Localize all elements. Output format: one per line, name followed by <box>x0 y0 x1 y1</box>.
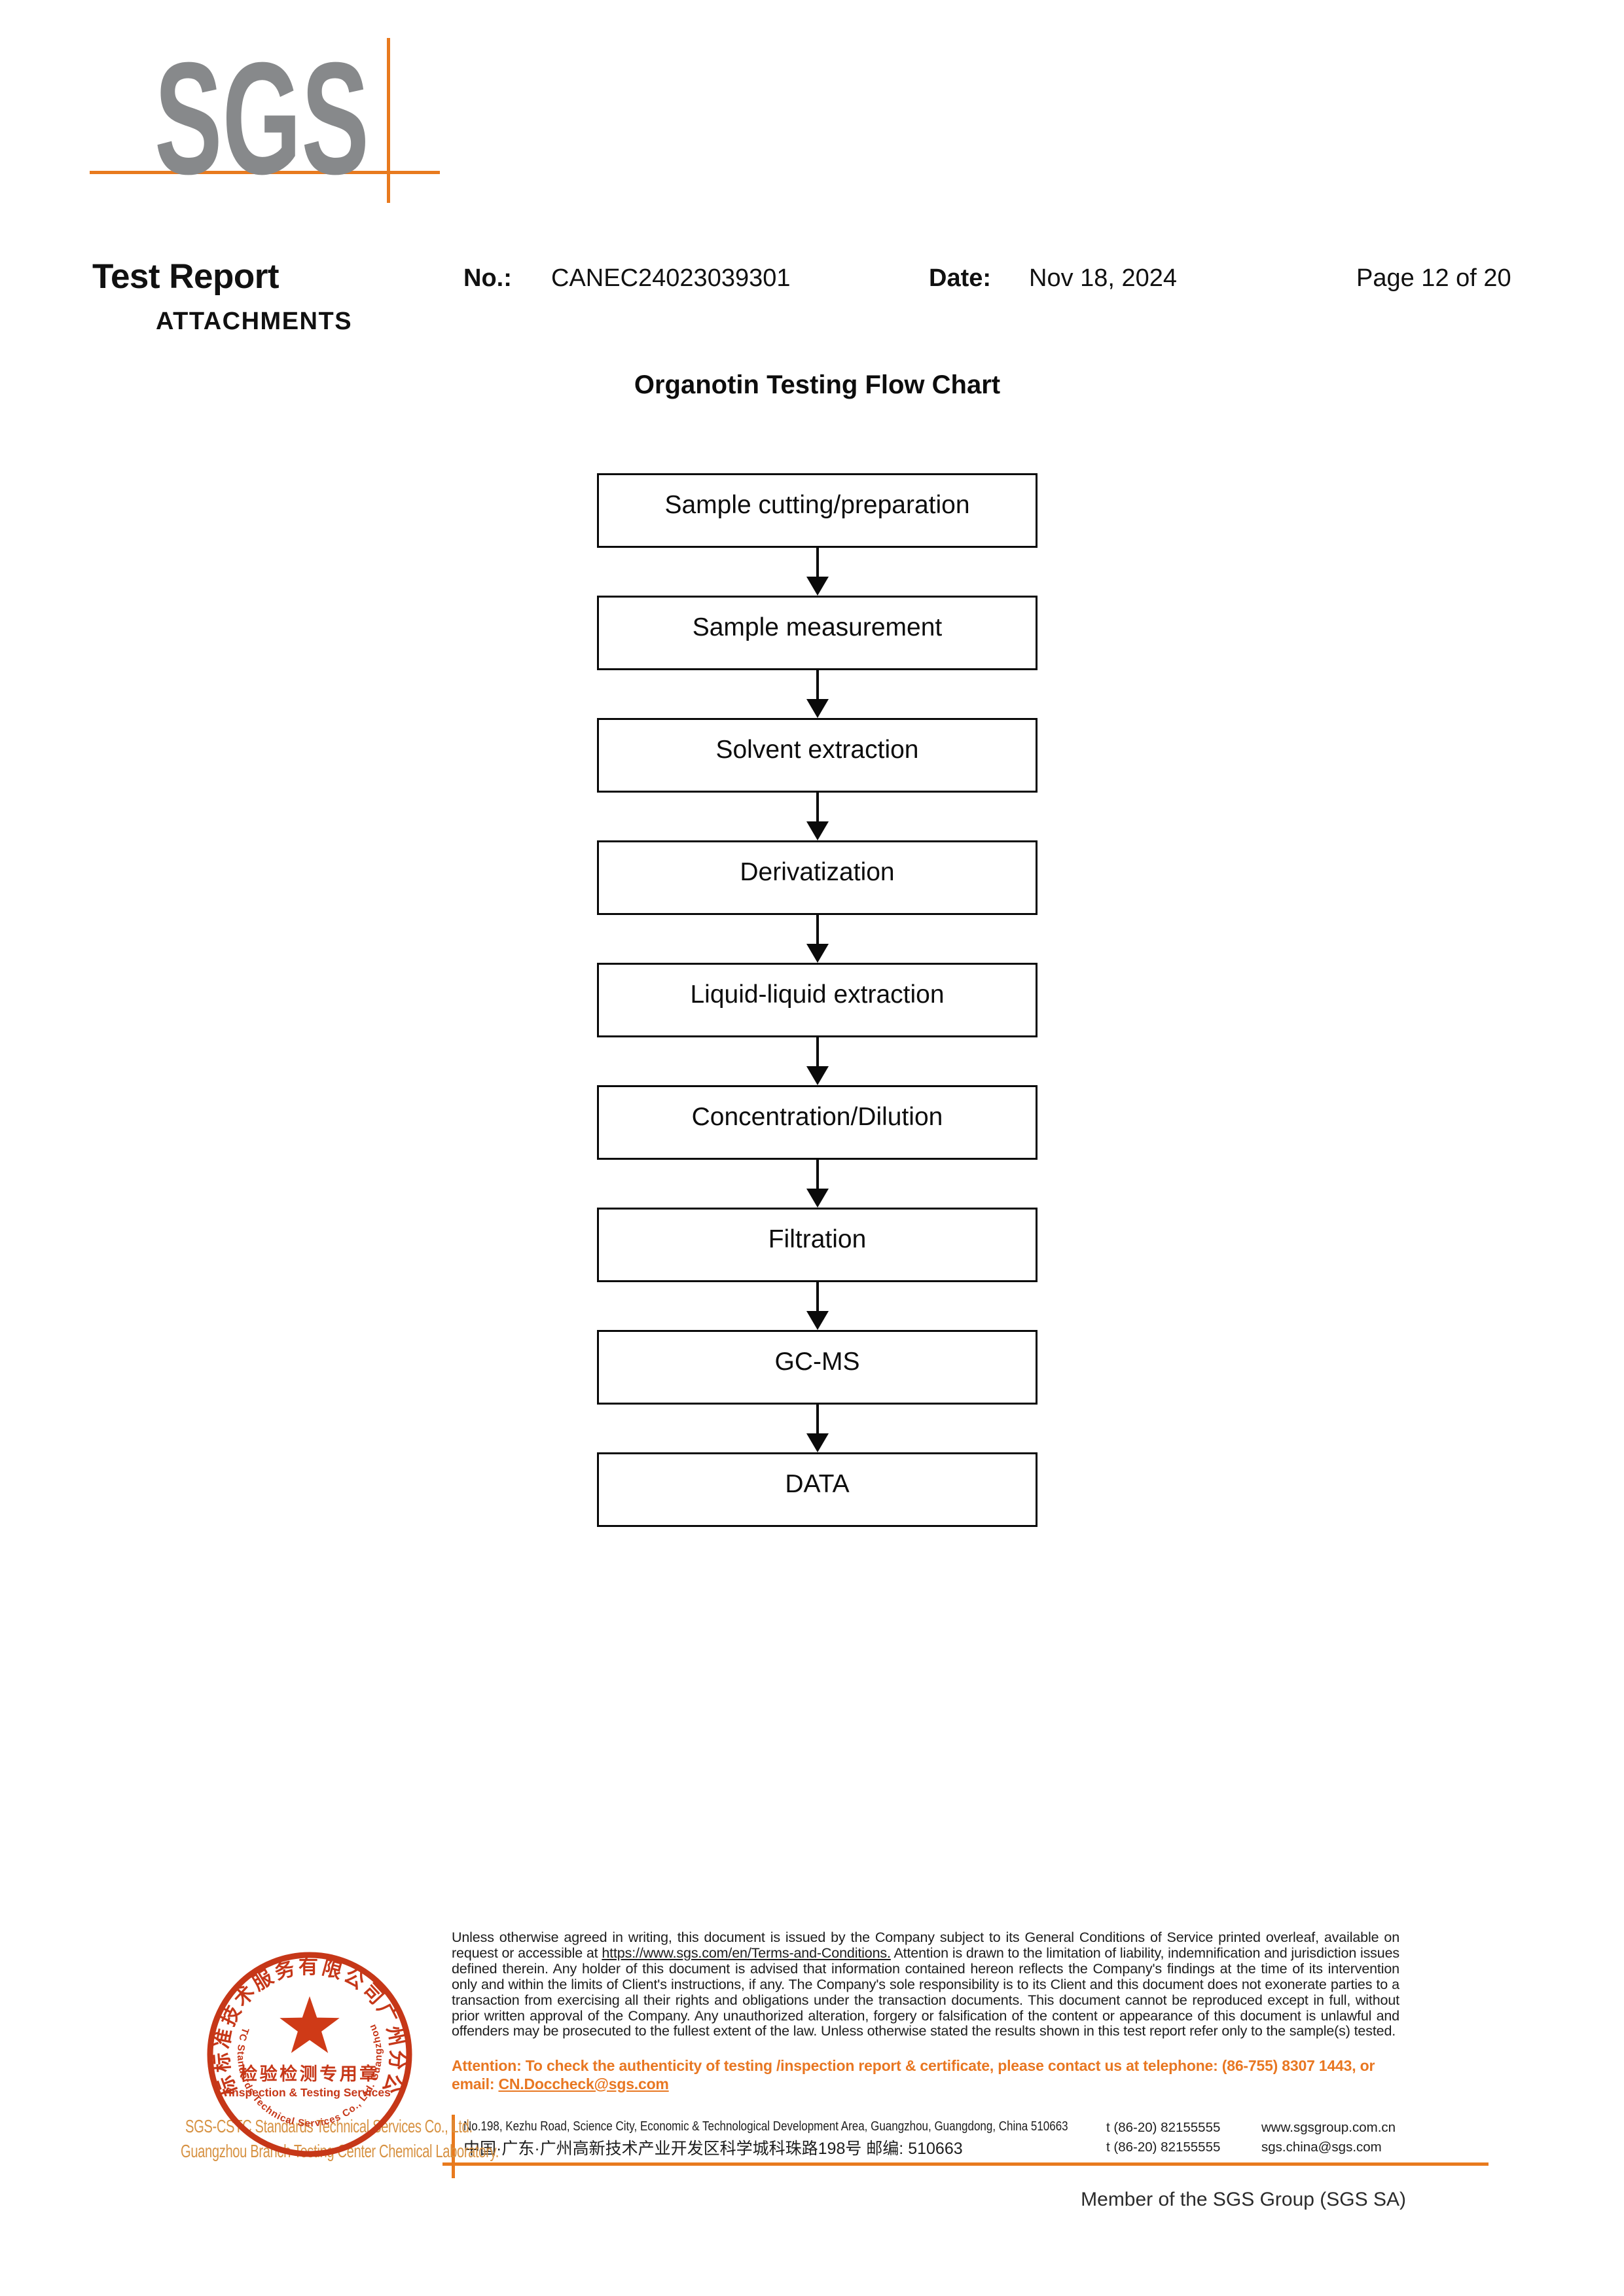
report-title: Test Report <box>92 257 280 296</box>
flow-step-solvent-extraction: Solvent extraction <box>597 718 1038 793</box>
flow-arrow <box>597 1160 1038 1208</box>
flow-step-label: GC-MS <box>774 1348 860 1376</box>
report-no-value: CANEC24023039301 <box>551 264 791 292</box>
flow-step-liquid-liquid-extraction: Liquid-liquid extraction <box>597 963 1038 1037</box>
flow-arrow <box>597 793 1038 840</box>
attachments-heading: ATTACHMENTS <box>156 308 353 335</box>
attention-notice: Attention: To check the authenticity of … <box>452 2057 1414 2093</box>
stamp-center-cn: 检验检测专用章 <box>240 2064 380 2084</box>
report-date-label: Date: <box>929 264 992 292</box>
flow-step-gc-ms: GC-MS <box>597 1330 1038 1405</box>
disclaimer-part2: Attention is drawn to the limitation of … <box>452 1945 1399 2039</box>
flow-step-label: Sample measurement <box>692 613 943 641</box>
flow-step-concentration-dilution: Concentration/Dilution <box>597 1085 1038 1160</box>
flow-step-derivatization: Derivatization <box>597 840 1038 915</box>
flow-arrow <box>597 1282 1038 1330</box>
arrow-down-icon <box>806 1433 829 1452</box>
terms-and-conditions-link[interactable]: https://www.sgs.com/en/Terms-and-Conditi… <box>602 1945 891 1961</box>
flow-step-label: Sample cutting/preparation <box>664 491 970 519</box>
report-no-label: No.: <box>463 264 512 292</box>
arrow-down-icon <box>806 699 829 718</box>
arrow-down-icon <box>806 944 829 963</box>
flow-step-sample-cutting: Sample cutting/preparation <box>597 473 1038 548</box>
stamp-circle <box>207 1952 412 2157</box>
arrow-down-icon <box>806 1189 829 1208</box>
page-number: Page 12 of 20 <box>1356 264 1511 292</box>
flow-step-label: Liquid-liquid extraction <box>690 980 945 1009</box>
arrow-down-icon <box>806 1066 829 1085</box>
arrow-down-icon <box>806 1311 829 1330</box>
star-icon <box>280 1996 340 2053</box>
website-url: www.sgsgroup.com.cn <box>1261 2120 1396 2135</box>
inspection-stamp: 通标标准技术服务有限公司广州分公司 检验检测专用章 Inspection & T… <box>198 1943 412 2157</box>
footer-vertical-line <box>452 2115 455 2178</box>
disclaimer-part1: Unless otherwise agreed in writing, this… <box>452 1929 1399 1961</box>
flow-step-label: DATA <box>785 1470 850 1498</box>
logo-vertical-line <box>387 38 390 203</box>
flow-arrow <box>597 670 1038 718</box>
flowchart: Sample cutting/preparation Sample measur… <box>597 473 1038 1527</box>
attention-text: Attention: To check the authenticity of … <box>452 2057 1375 2092</box>
flow-step-label: Filtration <box>768 1225 867 1253</box>
sgs-logo-text: SGS <box>154 30 369 207</box>
doccheck-email-link[interactable]: CN.Doccheck@sgs.com <box>498 2075 669 2092</box>
arrow-down-icon <box>806 577 829 596</box>
footer-divider-line <box>442 2162 1489 2166</box>
address-english: No.198, Kezhu Road, Science City, Econom… <box>463 2119 1068 2134</box>
flow-step-label: Derivatization <box>740 858 895 886</box>
flow-step-filtration: Filtration <box>597 1208 1038 1282</box>
logo-horizontal-line <box>90 171 440 174</box>
flowchart-title: Organotin Testing Flow Chart <box>634 370 1001 399</box>
flow-arrow <box>597 1037 1038 1085</box>
address-chinese: 中国·广东·广州高新技术产业开发区科学城科珠路198号 邮编: 510663 <box>463 2140 963 2158</box>
arrow-down-icon <box>806 821 829 840</box>
phone-number-2: t (86-20) 82155555 <box>1106 2140 1221 2155</box>
report-date-value: Nov 18, 2024 <box>1029 264 1178 292</box>
sgs-logo: SGS <box>90 30 440 207</box>
flow-step-sample-measurement: Sample measurement <box>597 596 1038 670</box>
sgs-member-line: Member of the SGS Group (SGS SA) <box>1081 2189 1406 2210</box>
disclaimer-text: Unless otherwise agreed in writing, this… <box>452 1929 1399 2039</box>
stamp-center-en: Inspection & Testing Services <box>228 2086 391 2099</box>
flow-step-label: Concentration/Dilution <box>691 1103 943 1131</box>
flow-step-label: Solvent extraction <box>715 736 919 764</box>
flow-arrow <box>597 915 1038 963</box>
phone-number-1: t (86-20) 82155555 <box>1106 2120 1221 2135</box>
flow-arrow <box>597 1405 1038 1452</box>
flow-step-data: DATA <box>597 1452 1038 1527</box>
contact-email: sgs.china@sgs.com <box>1261 2140 1382 2155</box>
flow-arrow <box>597 548 1038 596</box>
